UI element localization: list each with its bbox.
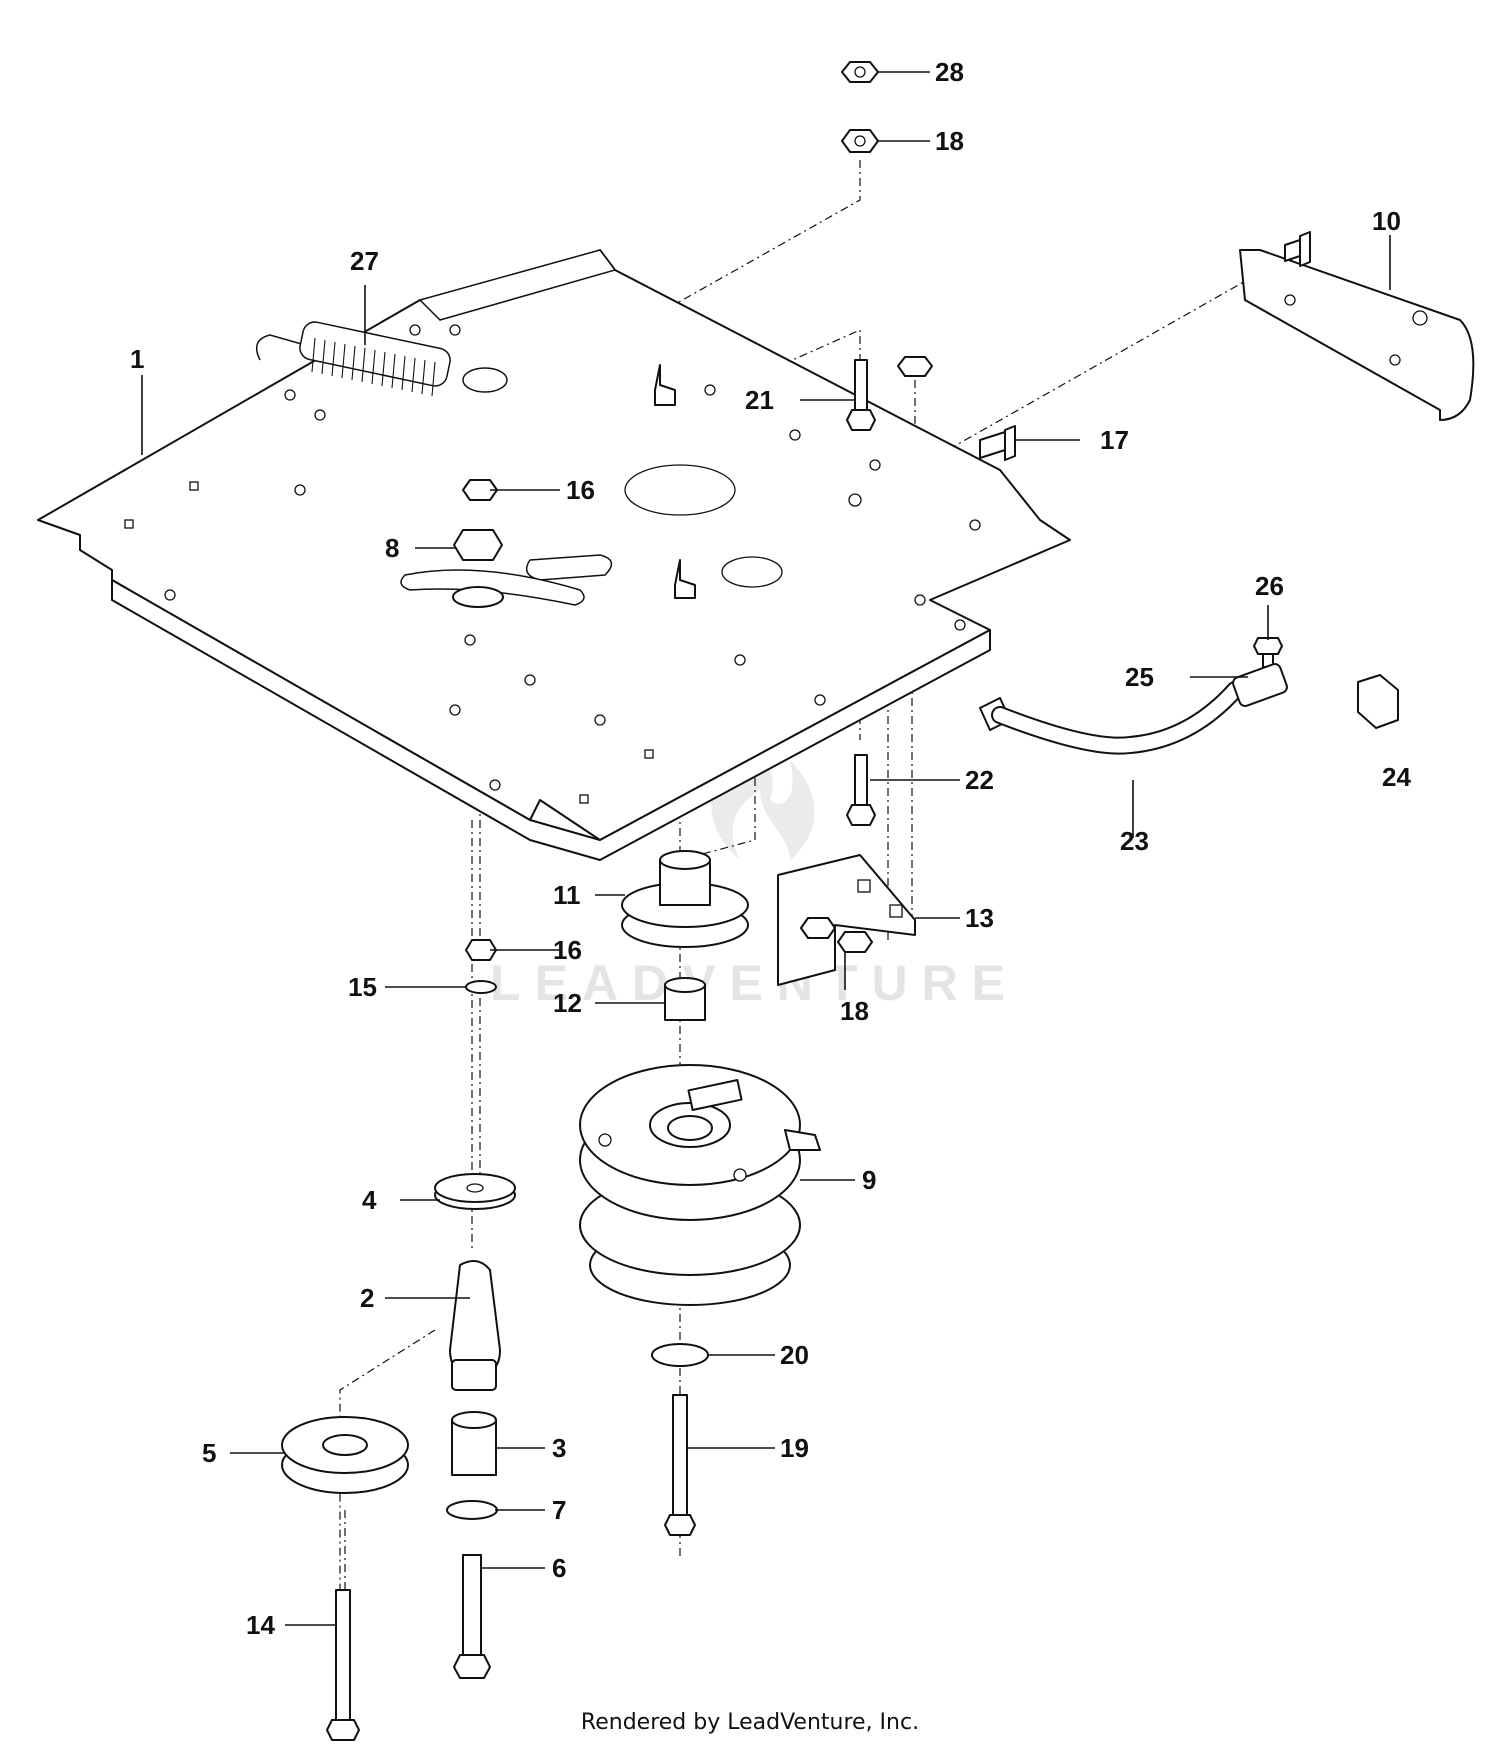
part-12-spacer (664, 977, 706, 1021)
part-3-bushing (451, 1419, 497, 1476)
fasteners-lower (281, 939, 709, 1741)
callout-28: 28 (935, 57, 964, 87)
callout-2: 2 (360, 1283, 374, 1313)
fasteners-upper (452, 61, 1399, 826)
callout-16-top: 16 (566, 475, 595, 505)
render-credit: Rendered by LeadVenture, Inc. (580, 1710, 920, 1735)
part-2-arm (449, 1260, 501, 1376)
part-24-nut (1357, 674, 1399, 729)
part-7-washer (446, 1500, 498, 1520)
callout-26: 26 (1255, 571, 1284, 601)
part-22-bolt (854, 754, 868, 806)
callout-9: 9 (862, 1165, 876, 1195)
part-5-idler-pulley (281, 1416, 409, 1494)
part-25-clamp (1232, 663, 1288, 707)
callout-5: 5 (202, 1438, 216, 1468)
part-1-deck-plate (37, 249, 1071, 861)
callout-1: 1 (130, 344, 144, 374)
callout-27: 27 (350, 246, 379, 276)
part-14-bolt (335, 1589, 351, 1721)
part-16-nut-lower (465, 939, 497, 961)
part-23-hose (979, 663, 1288, 755)
part-13-bracket (777, 854, 916, 986)
part-8-nut (453, 529, 503, 561)
callout-7: 7 (552, 1495, 566, 1525)
part-19-bolt (672, 1394, 688, 1516)
callout-13: 13 (965, 903, 994, 933)
part-15-washer (465, 980, 497, 994)
callout-16-lower: 16 (553, 935, 582, 965)
callout-18-top: 18 (935, 126, 964, 156)
callout-numbers: 1 2 3 4 5 6 7 8 9 10 11 12 13 14 15 16 1… (130, 57, 1411, 1640)
part-9-clutch (579, 1064, 821, 1306)
callout-25: 25 (1125, 662, 1154, 692)
callout-22: 22 (965, 765, 994, 795)
part-27-spring (255, 321, 508, 397)
watermark-text: LEADVENTURE (490, 955, 1019, 1011)
part-10-bracket (1239, 249, 1475, 421)
callout-14: 14 (246, 1610, 275, 1640)
callout-23: 23 (1120, 826, 1149, 856)
callout-6: 6 (552, 1553, 566, 1583)
callout-17: 17 (1100, 425, 1129, 455)
callout-12: 12 (553, 988, 582, 1018)
callout-24: 24 (1382, 762, 1411, 792)
part-17-bolt (979, 425, 1016, 461)
callout-20: 20 (780, 1340, 809, 1370)
leader-lines (141, 71, 1391, 1626)
callout-19: 19 (780, 1433, 809, 1463)
callout-11: 11 (553, 880, 581, 910)
callout-15: 15 (348, 972, 377, 1002)
part-11-pulley (621, 850, 749, 948)
part-6-bolt (462, 1554, 482, 1656)
callout-21: 21 (745, 385, 774, 415)
callout-18-lower: 18 (840, 996, 869, 1026)
part-21-bolt (854, 359, 868, 411)
part-10-bolt (1284, 231, 1311, 267)
callout-4: 4 (362, 1185, 377, 1215)
callout-3: 3 (552, 1433, 566, 1463)
callout-8: 8 (385, 533, 399, 563)
part-20-washer (651, 1343, 709, 1367)
callout-10: 10 (1372, 206, 1401, 236)
part-18-nut-mid (897, 356, 933, 377)
part-16-nut-top (462, 479, 498, 501)
